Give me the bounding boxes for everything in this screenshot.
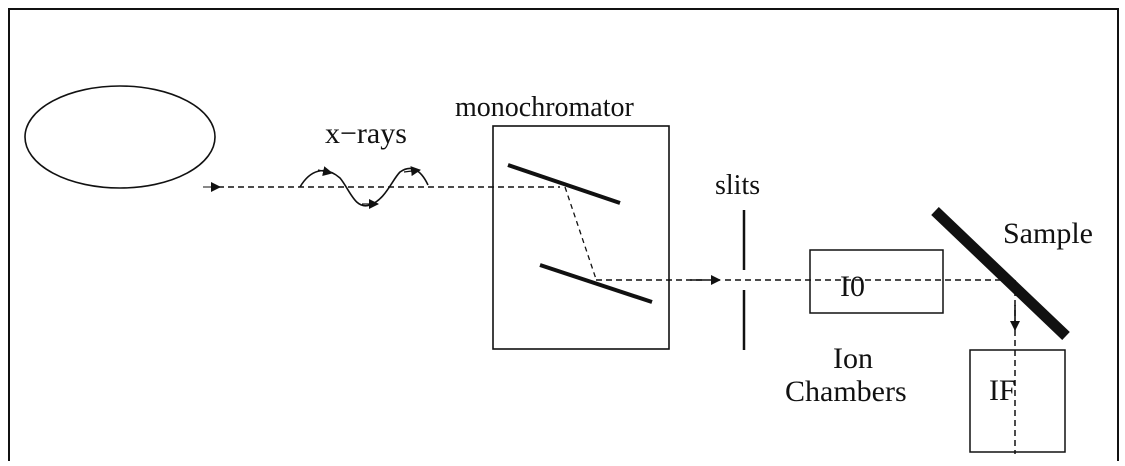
ion-chambers-label-line1: Ion [833, 342, 873, 375]
if-label: IF [989, 374, 1016, 407]
xray-wave-arrow-1 [317, 166, 333, 177]
slits-label: slits [715, 170, 760, 201]
sample-plate [931, 207, 1070, 340]
monochromator-label: monochromator [455, 92, 635, 123]
crystal-2 [539, 263, 653, 304]
crystal-1 [507, 163, 621, 205]
diagram-frame [8, 8, 1119, 466]
diffracted-beam [564, 186, 597, 280]
ion-chambers-label-line2: Chambers [785, 375, 907, 408]
i0-label: I0 [840, 270, 865, 303]
if-chamber-box [969, 349, 1066, 453]
sample-label: Sample [1003, 217, 1093, 250]
storage-ring [24, 85, 216, 189]
xray-wave-arrow-3 [403, 166, 421, 177]
i0-chamber-box [809, 249, 944, 314]
monochromator-box [492, 125, 670, 350]
xrays-label: x−rays [325, 117, 407, 150]
